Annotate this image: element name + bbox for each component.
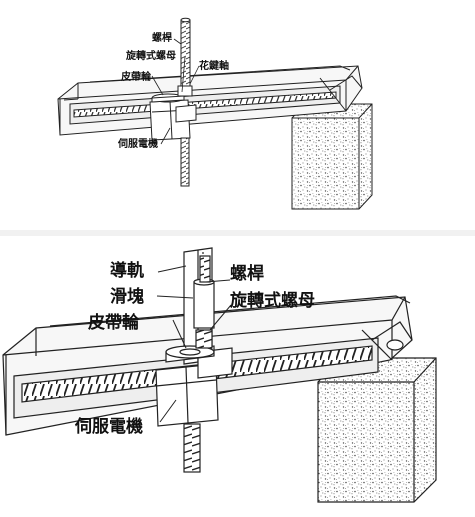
top-label-screw-rod: 螺桿 (152, 31, 172, 44)
bottom-label-belt-pulley: 皮帶輪 (88, 312, 140, 333)
top-belt-pulley (151, 93, 185, 103)
top-label-belt-pulley: 皮帶輪 (120, 70, 152, 83)
top-leader-lines (151, 38, 200, 145)
bottom-label-screw-rod: 螺桿 (230, 263, 264, 284)
top-carriage (149, 99, 197, 141)
top-label-rotary-nut: 旋轉式螺母 (125, 49, 176, 62)
bottom-leader-lines (156, 265, 232, 423)
top-support-block (291, 103, 373, 210)
bottom-belt-pulley (165, 345, 215, 363)
bottom-vertical-screw (183, 255, 211, 473)
top-label-spline-shaft: 花鍵軸 (199, 59, 229, 72)
top-diagram (57, 17, 373, 210)
bottom-label-slider: 滑塊 (110, 286, 144, 307)
bottom-label-servo-motor: 伺服電機 (74, 416, 143, 437)
bottom-label-rotary-nut: 旋轉式螺母 (229, 290, 315, 311)
bottom-slider (193, 278, 215, 349)
top-label-servo-motor: 伺服電機 (117, 137, 158, 150)
bottom-diagram (2, 247, 437, 503)
top-rail-beam (57, 65, 363, 136)
top-vertical-screw (177, 17, 193, 187)
bottom-label-guide-rail: 導軌 (110, 260, 144, 281)
bottom-support-block (317, 357, 437, 503)
